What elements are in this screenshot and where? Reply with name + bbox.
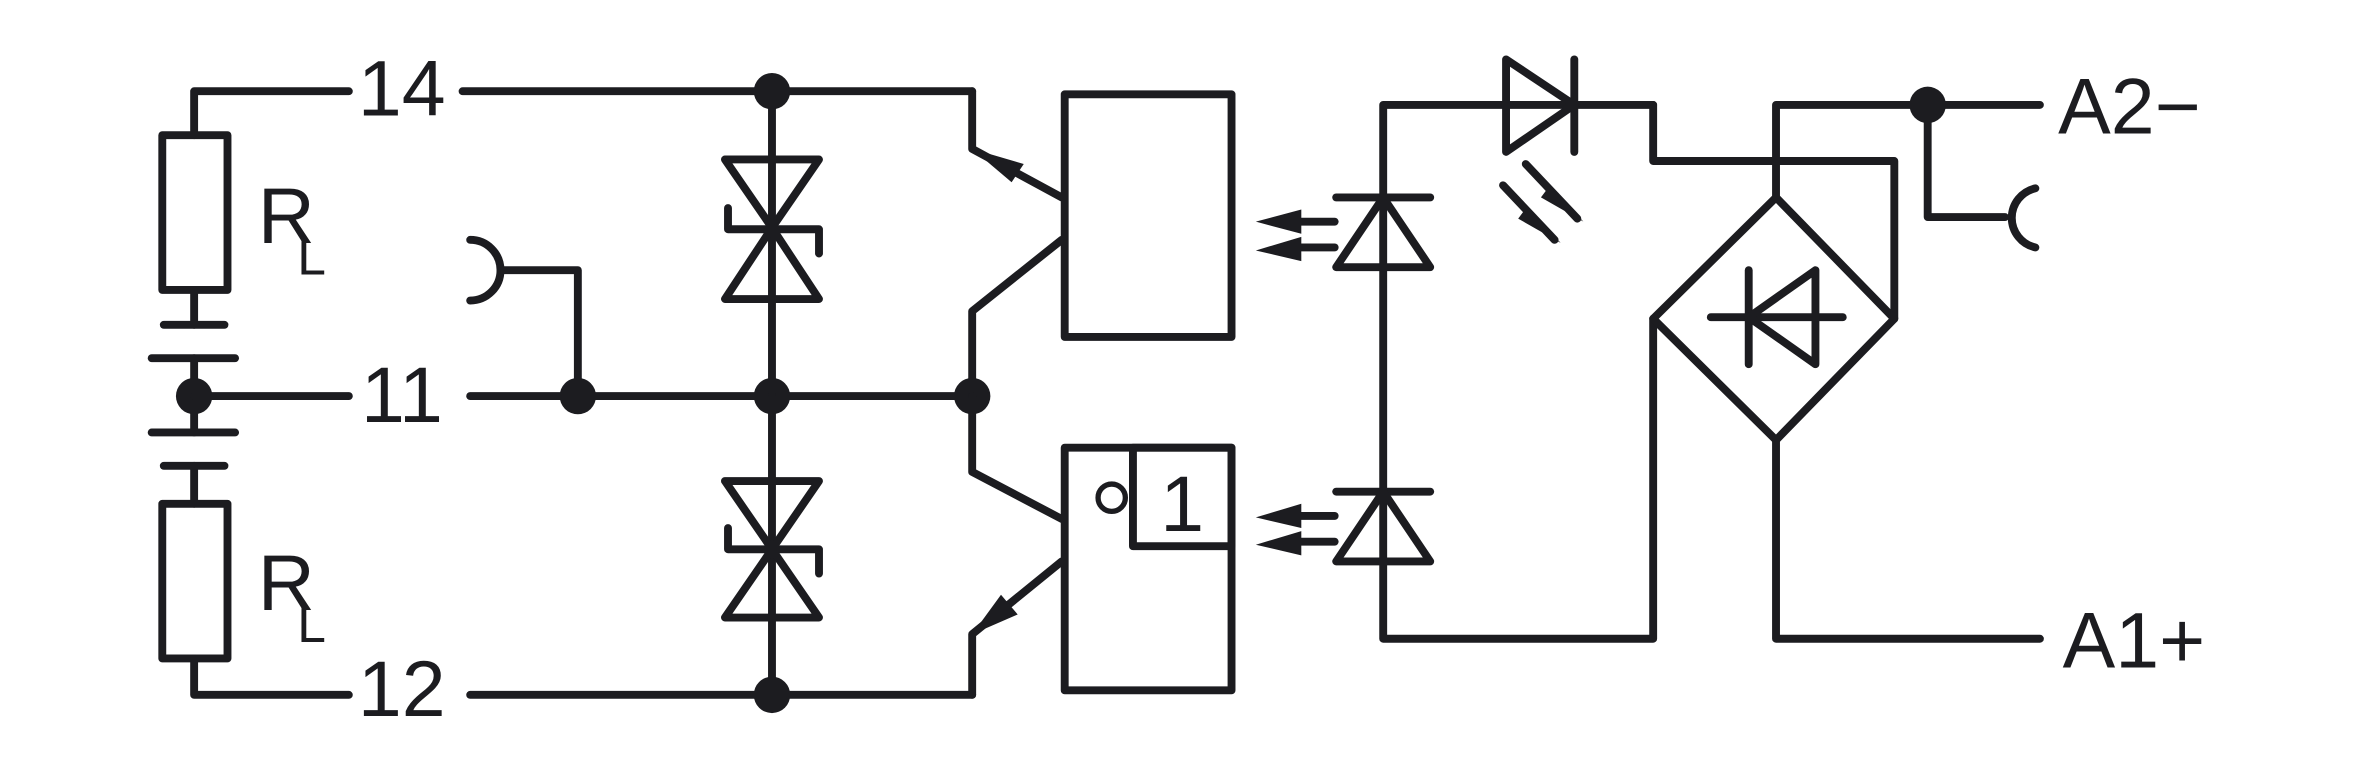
coil-symbol-input — [1923, 100, 2040, 252]
load-resistor-lower — [158, 499, 353, 699]
gate-label: 1 — [1160, 460, 1204, 548]
wire-input-loop — [1379, 100, 1658, 643]
terminal-a2-label: A2− — [2058, 63, 2201, 151]
light-arrows-lower — [1255, 503, 1339, 556]
load-resistor-upper — [158, 87, 353, 329]
bridge-rectifier — [1649, 100, 2044, 643]
transistor-upper — [968, 87, 1066, 401]
load-subscript-lower: L — [297, 595, 326, 653]
light-arrows-upper — [1255, 209, 1339, 262]
tvs-diode-lower — [721, 392, 823, 699]
transistor-lower — [968, 392, 1066, 699]
junction-dot — [559, 377, 597, 415]
load-label-lower: R — [258, 539, 315, 627]
load-subscript-upper: L — [297, 228, 326, 286]
load-label-upper: R — [258, 172, 315, 260]
terminal-14-label: 14 — [358, 44, 446, 132]
terminal-a1-label: A1+ — [2063, 597, 2206, 685]
terminal-11-label: 11 — [361, 351, 443, 439]
coil-symbol-output — [466, 235, 582, 401]
status-led — [1499, 55, 1584, 244]
tvs-diode-upper — [721, 87, 823, 401]
terminal-12-label: 12 — [358, 645, 446, 733]
inverter-gate — [1060, 443, 1236, 695]
driver-box-upper — [1060, 90, 1236, 341]
